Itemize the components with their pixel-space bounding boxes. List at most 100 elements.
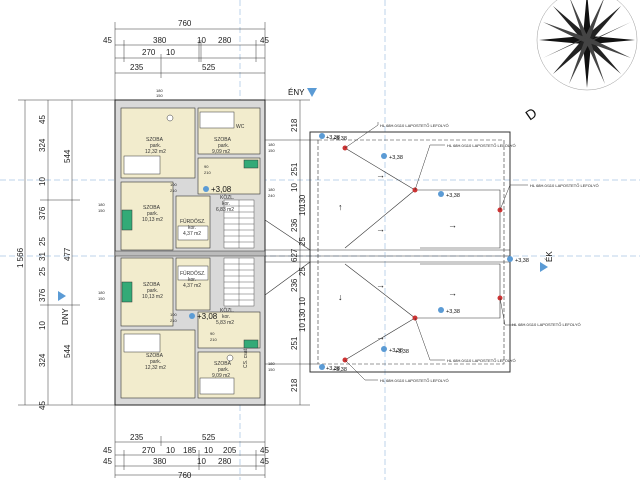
drain-label: HL 68H.0/110 LAPOSTETŐ LEFOLYÓ bbox=[447, 358, 516, 363]
bathtub bbox=[177, 225, 209, 241]
dim-left: 31 bbox=[38, 252, 47, 261]
dim-left: 25 bbox=[38, 237, 47, 246]
dim-right: 10 bbox=[298, 323, 307, 332]
room-floor: kor. bbox=[188, 225, 196, 231]
dim-bottom: 205 bbox=[223, 446, 237, 455]
dim-bottom: 45 bbox=[103, 446, 112, 455]
room-floor: kor. bbox=[222, 314, 230, 320]
room-area: 6,83 m2 bbox=[216, 207, 234, 213]
room-floor: park. bbox=[218, 367, 229, 373]
bed bbox=[199, 111, 235, 129]
compass-letter: D bbox=[522, 104, 539, 123]
arrow-icon: → bbox=[376, 224, 385, 234]
dim-right: 251 bbox=[290, 162, 299, 176]
opening: 150 bbox=[156, 93, 163, 98]
drain-labels: HL 68H.0/110 LAPOSTETŐ LEFOLYÓ HL 68H.0/… bbox=[380, 123, 599, 383]
arrow-icon: → bbox=[376, 332, 385, 342]
dim-left: 477 bbox=[63, 247, 72, 261]
opening: 180 bbox=[98, 202, 105, 207]
room-floor: kor. bbox=[188, 277, 196, 283]
dim-right: 25 bbox=[298, 267, 307, 276]
opening: 210 bbox=[170, 318, 177, 323]
toilet bbox=[226, 354, 234, 362]
room-name: FÜRDŐSZ. bbox=[180, 270, 206, 277]
room-floor: park. bbox=[147, 211, 158, 217]
roof-drain-markers bbox=[319, 133, 513, 370]
opening: 100 bbox=[170, 182, 177, 187]
opening: 180 bbox=[268, 187, 275, 192]
right-dimension-chain bbox=[265, 99, 310, 406]
roof-level: +3,38 bbox=[395, 349, 409, 355]
dim-top: 380 bbox=[153, 36, 167, 45]
desk bbox=[121, 209, 133, 231]
opening: 150 bbox=[268, 148, 275, 153]
compass-rose-icon bbox=[536, 0, 638, 91]
axis-marker-east-icon bbox=[540, 262, 548, 272]
dim-bottom: 45 bbox=[260, 457, 269, 466]
room-area: 4,37 m2 bbox=[183, 231, 201, 237]
dim-bottom: 270 bbox=[142, 446, 156, 455]
roof-level: +3,38 bbox=[446, 309, 460, 315]
top-dimension-chains bbox=[114, 22, 266, 100]
dim-right: 627 bbox=[290, 248, 299, 262]
dim-right: 10 bbox=[298, 207, 307, 216]
dim-right: 10 bbox=[290, 183, 299, 192]
roof-level: +3,38 bbox=[333, 367, 347, 373]
slope-arrows: → → → → → → ↑ ↓ bbox=[338, 170, 457, 342]
dim-right: 25 bbox=[298, 237, 307, 246]
dim-right: 218 bbox=[290, 378, 299, 392]
bed bbox=[199, 377, 235, 395]
room-labels: SZOBA park. 12,32 m2 SZOBA park. 9,09 m2… bbox=[142, 137, 234, 379]
dim-bottom: 10 bbox=[204, 446, 213, 455]
room-name: SZOBA bbox=[146, 137, 164, 143]
dim-top: 525 bbox=[202, 63, 216, 72]
dim-top-total: 760 bbox=[178, 19, 192, 28]
dim-right: 130 bbox=[298, 308, 307, 322]
desk bbox=[243, 159, 259, 169]
room-name: KÖZL. bbox=[220, 307, 234, 314]
dim-left: 376 bbox=[38, 288, 47, 302]
arrow-icon: ↓ bbox=[338, 292, 343, 302]
dim-bottom: 10 bbox=[197, 457, 206, 466]
level-marker-icon bbox=[189, 313, 195, 319]
opening: 90 bbox=[204, 164, 209, 169]
opening: 210 bbox=[204, 170, 211, 175]
opening: 100 bbox=[170, 312, 177, 317]
dim-right: 236 bbox=[290, 218, 299, 232]
axis-marker-south-icon bbox=[58, 291, 66, 301]
dim-bottom: 10 bbox=[166, 446, 175, 455]
dim-left: 45 bbox=[38, 401, 47, 410]
arrow-icon: ↑ bbox=[338, 202, 343, 212]
desk bbox=[243, 339, 259, 349]
opening: 150 bbox=[98, 296, 105, 301]
room-area: 9,09 m2 bbox=[212, 373, 230, 379]
room-area: 12,32 m2 bbox=[145, 149, 166, 155]
roof-level: +3,38 bbox=[515, 258, 529, 264]
staircase bbox=[223, 199, 255, 307]
room-area: 10,13 m2 bbox=[142, 217, 163, 223]
dim-top: 280 bbox=[218, 36, 232, 45]
bathtub bbox=[177, 265, 209, 281]
dim-left: 544 bbox=[63, 344, 72, 358]
dim-bottom-total: 760 bbox=[178, 471, 192, 480]
dim-left: 45 bbox=[38, 115, 47, 124]
opening: 180 bbox=[268, 142, 275, 147]
roof-plan bbox=[264, 131, 511, 373]
arrow-icon: → bbox=[376, 280, 385, 290]
opening: 90 bbox=[210, 331, 215, 336]
dim-left: 10 bbox=[38, 177, 47, 186]
dim-top: 45 bbox=[260, 36, 269, 45]
right-dimension-labels: 218 251 10 130 10 236 25 627 25 236 10 1… bbox=[290, 118, 307, 392]
drain-label: HL 68H.0/110 LAPOSTETŐ LEFOLYÓ bbox=[447, 143, 516, 148]
dim-right: 218 bbox=[290, 118, 299, 132]
direction-south: DNY bbox=[61, 307, 70, 325]
dim-bottom: 380 bbox=[153, 457, 167, 466]
room-floor: park. bbox=[150, 143, 161, 149]
floor-level: +3,08 bbox=[197, 312, 218, 321]
dim-top: 45 bbox=[103, 36, 112, 45]
direction-north: ÉNY bbox=[288, 88, 305, 97]
building-walls bbox=[114, 99, 266, 406]
left-dimension-chains bbox=[18, 99, 115, 406]
